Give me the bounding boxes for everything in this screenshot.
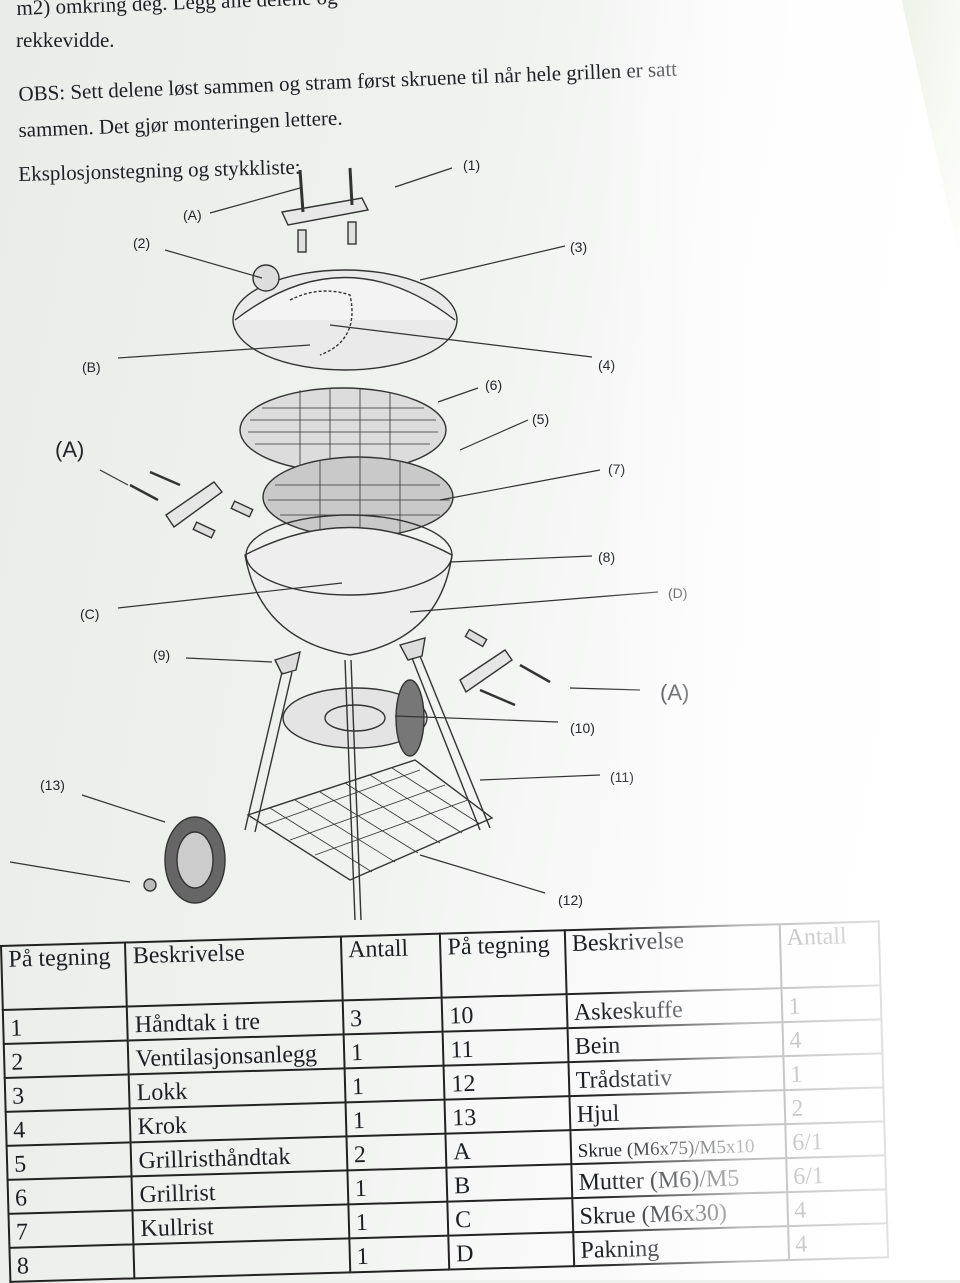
cell: 4 xyxy=(5,1108,132,1146)
cell: 12 xyxy=(443,1062,570,1100)
cell: 1 xyxy=(347,1167,448,1205)
cell: A xyxy=(445,1130,572,1168)
cell: 1 xyxy=(343,1031,444,1069)
label-7: (7) xyxy=(608,461,625,477)
label-c: (C) xyxy=(80,606,99,622)
cell: 11 xyxy=(442,1028,569,1066)
cell: 6 xyxy=(7,1176,133,1214)
label-6: (6) xyxy=(485,377,502,393)
cell: 4 xyxy=(787,1223,889,1261)
label-5: (5) xyxy=(532,411,549,427)
intro-line-2: rekkevidde. xyxy=(16,28,115,52)
cell: 2 xyxy=(783,1087,885,1125)
cell: 6/1 xyxy=(784,1121,886,1159)
header-description: Beskrivelse xyxy=(125,936,343,1007)
cell: C xyxy=(447,1198,574,1236)
charcoal-grate xyxy=(262,456,454,538)
cell: 10 xyxy=(441,994,568,1032)
cell: 2 xyxy=(3,1040,130,1078)
label-4: (4) xyxy=(598,357,615,373)
cell: 7 xyxy=(8,1210,134,1248)
cell xyxy=(133,1238,351,1279)
label-d: (D) xyxy=(668,585,687,601)
label-3: (3) xyxy=(570,239,587,255)
vent-part xyxy=(252,264,280,292)
cell: 4 xyxy=(786,1189,888,1227)
label-2: (2) xyxy=(133,235,150,251)
label-1: (1) xyxy=(463,157,480,173)
cell: D xyxy=(448,1232,574,1270)
handle-part xyxy=(280,197,370,226)
wire-rack xyxy=(246,759,494,881)
label-a-right: (A) xyxy=(660,680,689,705)
cell: 8 xyxy=(9,1244,135,1282)
label-9: (9) xyxy=(153,647,170,663)
exploded-diagram: (1) (2) (3) (4) (5) (6) (7) (8) (9) (10)… xyxy=(9,157,689,921)
cell: Pakning xyxy=(573,1226,789,1267)
cell: 1 xyxy=(345,1099,446,1137)
label-a-left: (A) xyxy=(55,437,84,462)
cell: 1 xyxy=(349,1235,450,1273)
cell: 5 xyxy=(6,1142,132,1180)
label-11: (11) xyxy=(610,769,634,785)
cell: 1 xyxy=(2,1006,129,1044)
cell: 4 xyxy=(781,1019,883,1057)
header-quantity-2: Antall xyxy=(779,921,881,989)
cell: 3 xyxy=(342,997,443,1035)
cell: 13 xyxy=(444,1096,571,1134)
header-drawing-ref-2: På tegning xyxy=(440,930,567,998)
label-10: (10) xyxy=(570,720,595,736)
header-description-2: Beskrivelse xyxy=(564,924,782,995)
cell: 1 xyxy=(348,1201,449,1239)
cell: B xyxy=(446,1164,573,1202)
cell: 6/1 xyxy=(785,1155,887,1193)
header-drawing-ref: På tegning xyxy=(1,942,128,1010)
label-a-top: (A) xyxy=(183,207,202,223)
label-8: (8) xyxy=(598,549,615,565)
bowl-part xyxy=(244,526,453,656)
cell: 1 xyxy=(781,985,882,1023)
parts-table: På tegning Beskrivelse Antall På tegning… xyxy=(0,920,889,1282)
header-quantity: Antall xyxy=(340,933,442,1001)
cell: 2 xyxy=(346,1133,447,1171)
label-13: (13) xyxy=(40,777,65,793)
label-12: (12) xyxy=(558,892,583,908)
cell: 3 xyxy=(4,1074,131,1112)
cell: 1 xyxy=(344,1065,445,1103)
cell: 1 xyxy=(782,1053,884,1091)
rear-wheel xyxy=(395,679,425,757)
label-b: (B) xyxy=(82,359,101,375)
